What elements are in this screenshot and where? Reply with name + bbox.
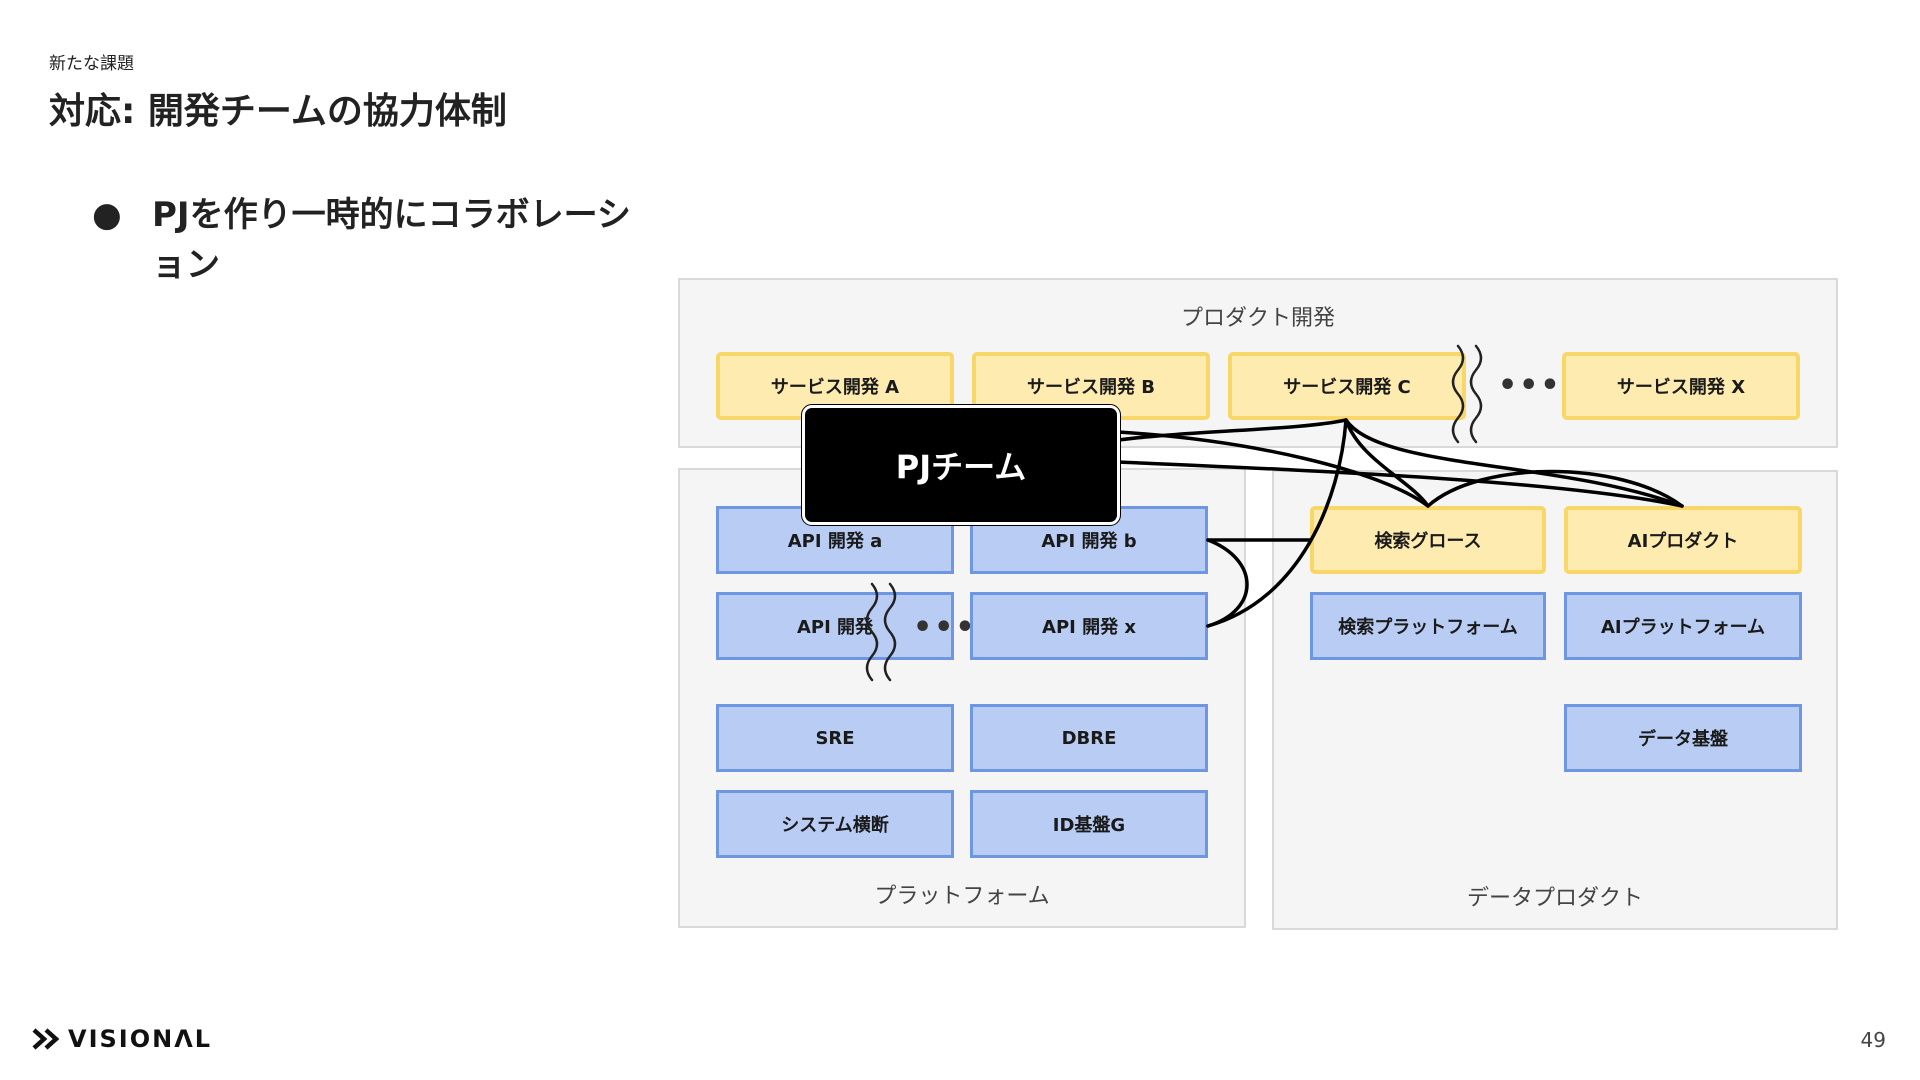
team-ai-platform: AIプラットフォーム — [1564, 592, 1802, 660]
team-search-growth: 検索グロース — [1310, 506, 1546, 574]
product-dev-label: プロダクト開発 — [1180, 306, 1335, 331]
platform-ellipsis: ••• — [913, 610, 977, 645]
pj-team-box: PJチーム — [801, 404, 1121, 526]
team-sre: SRE — [716, 704, 954, 772]
team-ai-product: AIプロダクト — [1564, 506, 1802, 574]
page-number: 49 — [1860, 1028, 1886, 1052]
team-system-cross: システム横断 — [716, 790, 954, 858]
bullet-item: ● PJを作り一時的にコラボレーション — [92, 190, 652, 290]
page-title: 対応: 開発チームの協力体制 — [49, 91, 507, 132]
bullet-text: PJを作り一時的にコラボレーション — [152, 195, 631, 285]
platform-label: プラットフォーム — [874, 884, 1050, 909]
team-api-x: API 開発 x — [970, 592, 1208, 660]
team-dbre: DBRE — [970, 704, 1208, 772]
double-chevron-right-icon — [32, 1028, 60, 1050]
company-logo: VISIONΛL — [32, 1025, 212, 1053]
data-product-label: データプロダクト — [1466, 886, 1643, 911]
team-api-partial: API 開発 — [716, 592, 954, 660]
team-id-platform: ID基盤G — [970, 790, 1208, 858]
team-service-x: サービス開発 X — [1562, 352, 1800, 420]
team-search-platform: 検索プラットフォーム — [1310, 592, 1546, 660]
section-label: 新たな課題 — [49, 54, 134, 74]
team-service-c: サービス開発 C — [1228, 352, 1466, 420]
logo-text: VISIONΛL — [68, 1025, 213, 1053]
team-data-foundation: データ基盤 — [1564, 704, 1802, 772]
product-dev-ellipsis: ••• — [1498, 368, 1562, 403]
bullet-marker: ● — [92, 195, 122, 235]
